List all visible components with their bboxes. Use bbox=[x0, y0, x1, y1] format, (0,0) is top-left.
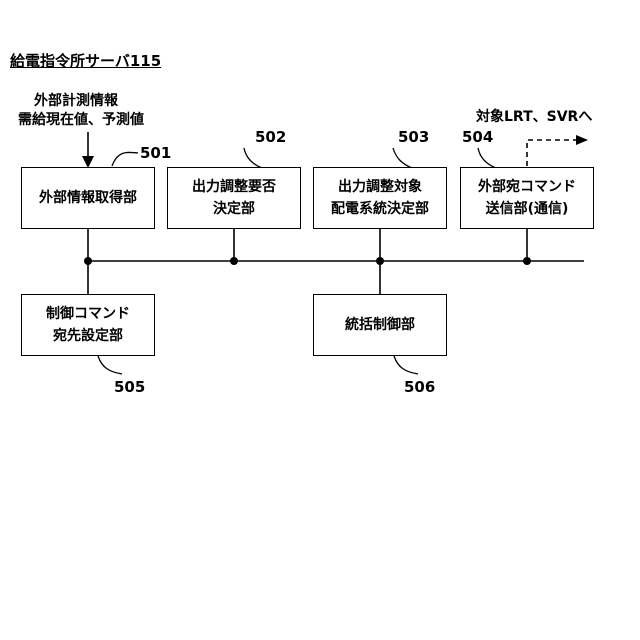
block-502-line-2: 決定部 bbox=[213, 198, 255, 220]
leader-505 bbox=[98, 356, 122, 374]
block-overall-control: 統括制御部 bbox=[313, 294, 447, 356]
block-output-adjustment-decision: 出力調整要否 決定部 bbox=[167, 167, 301, 229]
leader-506 bbox=[394, 356, 418, 374]
output-arrow bbox=[527, 140, 577, 166]
output-arrowhead bbox=[576, 135, 588, 145]
ref-505: 505 bbox=[114, 378, 145, 396]
leader-501 bbox=[112, 152, 138, 166]
input-label-line-1: 外部計測情報 bbox=[34, 92, 118, 111]
diagram-title: 給電指令所サーバ115 bbox=[10, 50, 161, 71]
block-external-info-acquisition: 外部情報取得部 bbox=[21, 167, 155, 229]
block-external-command-transmitter: 外部宛コマンド 送信部(通信) bbox=[460, 167, 594, 229]
output-label: 対象LRT、SVRへ bbox=[476, 108, 592, 127]
block-505-line-2: 宛先設定部 bbox=[53, 325, 123, 347]
block-target-distribution-decision: 出力調整対象 配電系統決定部 bbox=[313, 167, 447, 229]
block-503-line-1: 出力調整対象 bbox=[338, 176, 422, 198]
ref-506: 506 bbox=[404, 378, 435, 396]
block-506-line-1: 統括制御部 bbox=[345, 314, 415, 336]
ref-501: 501 bbox=[140, 144, 171, 162]
junction-dot bbox=[523, 257, 531, 265]
junction-dot bbox=[376, 257, 384, 265]
block-503-line-2: 配電系統決定部 bbox=[331, 198, 429, 220]
block-504-line-1: 外部宛コマンド bbox=[478, 176, 576, 198]
ref-502: 502 bbox=[255, 128, 286, 146]
input-label-line-2: 需給現在値、予測値 bbox=[18, 111, 144, 130]
leader-503 bbox=[393, 148, 412, 168]
junction-dot bbox=[230, 257, 238, 265]
leader-504 bbox=[478, 148, 496, 168]
leader-502 bbox=[244, 148, 262, 168]
block-control-command-destination: 制御コマンド 宛先設定部 bbox=[21, 294, 155, 356]
block-502-line-1: 出力調整要否 bbox=[192, 176, 276, 198]
block-505-line-1: 制御コマンド bbox=[46, 303, 130, 325]
junction-dot bbox=[84, 257, 92, 265]
block-504-line-2: 送信部(通信) bbox=[486, 198, 569, 220]
ref-504: 504 bbox=[462, 128, 493, 146]
ref-503: 503 bbox=[398, 128, 429, 146]
block-501-line-1: 外部情報取得部 bbox=[39, 187, 137, 209]
